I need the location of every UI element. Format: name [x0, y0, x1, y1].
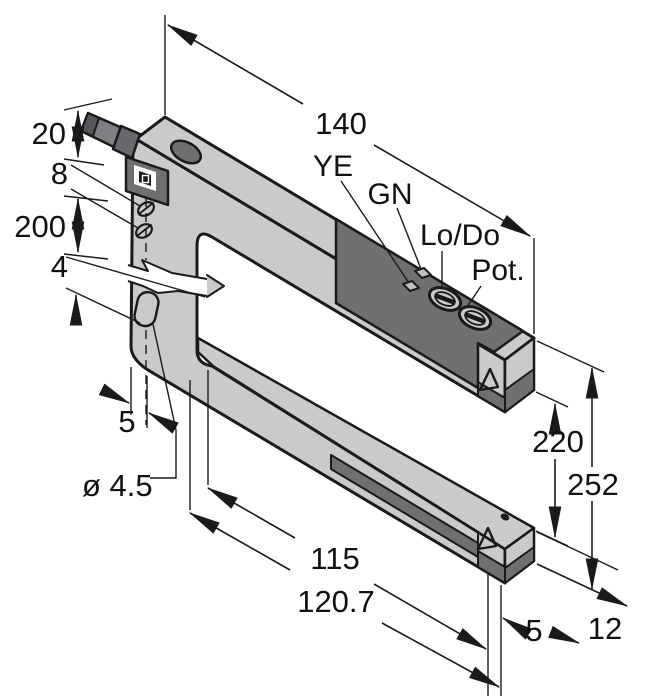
cable-gland	[79, 111, 142, 160]
leader-ye	[340, 180, 410, 284]
leader-gn	[396, 207, 422, 270]
warning-triangle-icon-lower	[476, 526, 498, 551]
ext-12-top	[536, 531, 619, 571]
potentiometer-label: Pot.	[471, 254, 524, 287]
dim-140-label: 140	[315, 106, 367, 141]
dimension-lines	[63, 15, 629, 696]
ext-200-top	[63, 195, 109, 202]
panel-controls	[402, 267, 493, 331]
leader-4-b	[65, 287, 141, 324]
lower-end-face-band	[504, 546, 535, 584]
dim-5-arrow-right	[147, 412, 179, 434]
dim-5-arrow-left	[98, 383, 131, 404]
dim-200-label: 200	[14, 209, 66, 244]
dim-1207-b	[381, 622, 501, 688]
connector-window	[124, 155, 170, 207]
green-led-label: GN	[368, 178, 413, 211]
leader-8-b	[70, 188, 139, 229]
ext-220-top	[535, 391, 569, 408]
dim-115-a	[206, 487, 296, 539]
lodo-switch-label: Lo/Do	[420, 219, 500, 252]
connector-inner	[141, 174, 150, 184]
dim-140-a	[166, 24, 304, 105]
yellow-led-label: YE	[313, 150, 353, 183]
dim-12-label: 12	[588, 611, 622, 646]
top-mounting-hole	[169, 139, 203, 165]
dim-5b-arrow-right	[548, 625, 581, 644]
dim-hole-diameter-label: ø 4.5	[82, 468, 153, 503]
mounting-hole-2-slash	[136, 224, 152, 237]
lodo-pot-slot	[434, 293, 456, 305]
leader-4-a	[65, 256, 206, 298]
dim-5b-arrow-left	[501, 617, 533, 640]
dim-115-label: 115	[310, 541, 359, 576]
mounting-slot	[133, 290, 160, 328]
mounting-holes	[133, 201, 160, 328]
sensitivity-potentiometer-icon	[457, 305, 493, 331]
mounting-hole-1-slash	[138, 202, 154, 215]
sensor-body	[79, 111, 536, 585]
dim-115-b	[373, 583, 488, 650]
lower-arm-top-face	[196, 336, 536, 551]
dim-140-b	[373, 144, 532, 237]
beam-axis-notch	[206, 274, 225, 298]
dim-1207-label: 120.7	[297, 584, 375, 619]
lodo-potentiometer-icon	[427, 286, 463, 312]
dim-220-label: 220	[532, 424, 584, 459]
leader-pot	[466, 285, 482, 308]
dim-5b-label: 5	[525, 613, 542, 648]
ext-20-bottom	[63, 158, 105, 166]
dim-4-label: 4	[51, 249, 68, 284]
break-edge-top	[127, 259, 208, 280]
dim-5-label: 5	[118, 404, 135, 439]
upper-end-face-band	[504, 368, 535, 413]
warning-triangle-icon-upper	[478, 367, 500, 392]
dim-20-label: 20	[32, 116, 66, 151]
dimension-labels: 140 20 8 200 4 5 ø 4.5 115 120.7 220 252…	[14, 106, 622, 648]
ext-200-bottom	[63, 253, 109, 260]
ext-20-top	[63, 98, 113, 111]
pot-slot	[464, 312, 486, 324]
reference-hole-dot	[500, 513, 510, 521]
ext-252-top	[536, 340, 605, 373]
dim-1207-a	[188, 512, 291, 571]
ext-12-bottom-arrow	[536, 563, 629, 607]
leader-8-a	[70, 164, 141, 207]
leader-hole-diameter	[150, 323, 177, 479]
dim-252-label: 252	[567, 467, 619, 502]
dim-8-label: 8	[51, 156, 68, 191]
